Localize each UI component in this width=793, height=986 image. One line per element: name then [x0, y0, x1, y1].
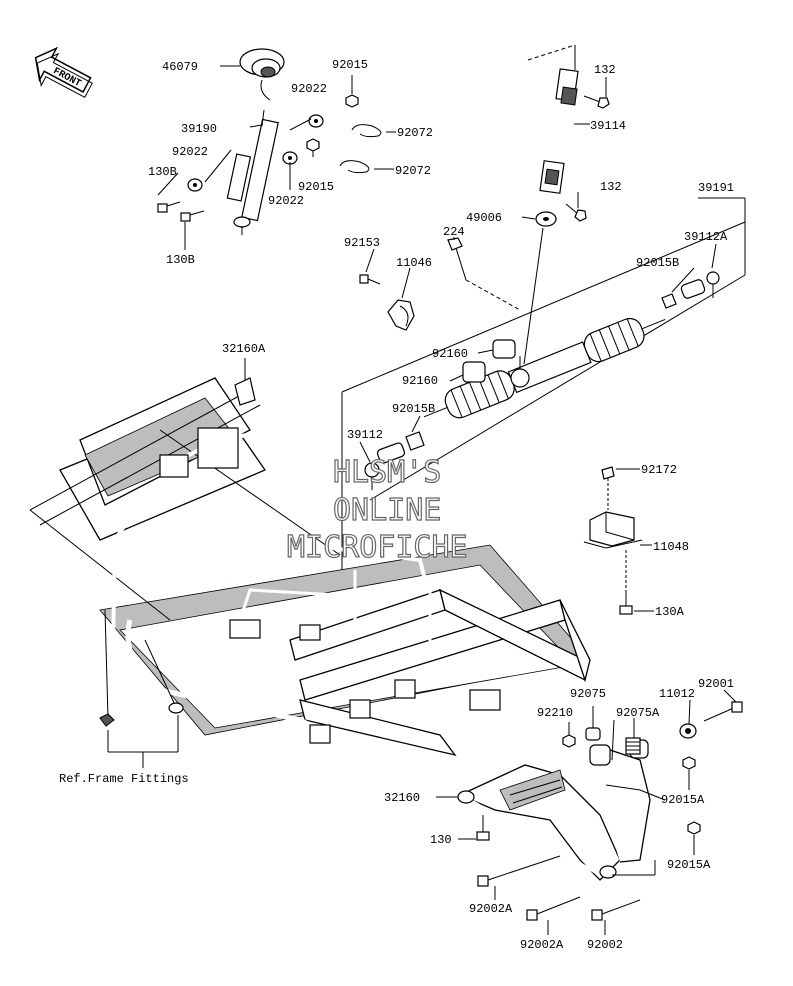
nut-92015b-right [661, 293, 677, 309]
label-132-upper: 132 [594, 63, 616, 77]
screw-92172 [601, 466, 615, 480]
label-92015-top: 92015 [332, 58, 368, 72]
bolt-92002a-lower [526, 896, 581, 921]
label-92022-left: 92022 [172, 145, 208, 159]
ref-frame-fittings-label: Ref.Frame Fittings [59, 772, 189, 786]
label-92015b-left: 92015B [392, 402, 435, 416]
label-92015a-lower: 92015A [667, 858, 711, 872]
label-92072-lower: 92072 [395, 164, 431, 178]
clamp-11046 [387, 299, 415, 331]
label-224: 224 [443, 225, 465, 239]
label-92015a-upper: 92015A [661, 793, 705, 807]
label-92160-lower: 92160 [402, 374, 438, 388]
nut-92015b-left [405, 431, 425, 451]
column-shaft-39190 [241, 118, 279, 222]
label-130: 130 [430, 833, 452, 847]
label-130a: 130A [655, 605, 685, 619]
label-92001: 92001 [698, 677, 734, 691]
steering-shaft-group [521, 44, 610, 365]
label-46079: 46079 [162, 60, 198, 74]
bolt-92001 [703, 701, 743, 722]
frame-fitting-cap-icon [168, 702, 184, 714]
label-130b-upper: 130B [148, 165, 177, 179]
front-rail [299, 699, 457, 757]
label-39112a: 39112A [684, 230, 728, 244]
label-92072-upper: 92072 [397, 126, 433, 140]
frame-fitting-nut-icon [99, 713, 115, 727]
bolt-130 [476, 815, 490, 841]
label-11048: 11048 [653, 540, 689, 554]
steering-rack-group [341, 197, 746, 640]
bracket-11048 [589, 511, 635, 547]
nut-92210 [562, 734, 576, 748]
label-92075: 92075 [570, 687, 606, 701]
nut-92015a-lower [687, 821, 701, 835]
bolt-132-lower [565, 203, 587, 222]
pinion [510, 368, 530, 388]
label-32160a: 32160A [222, 342, 266, 356]
label-92172: 92172 [641, 463, 677, 477]
label-11046: 11046 [396, 256, 432, 270]
bolt-92002 [591, 899, 641, 921]
steering-column-group [157, 48, 396, 250]
main-frame [29, 358, 591, 757]
watermark-line3: MICROFICHE [287, 530, 468, 565]
bushing-92160-lower [462, 361, 486, 383]
bracket-11048-group [583, 466, 654, 615]
tie-rod-end-39112a [680, 271, 720, 299]
label-49006: 49006 [466, 211, 502, 225]
watermark-line2: ONLINE [333, 493, 441, 528]
label-92015-mid: 92015 [298, 180, 334, 194]
part-labels: 46079 92015 92022 39190 92022 130B 92015… [59, 58, 734, 952]
front-arrow-icon: FRONT [34, 46, 93, 99]
label-132-lower: 132 [600, 180, 622, 194]
label-39190: 39190 [181, 122, 217, 136]
label-92002: 92002 [587, 938, 623, 952]
watermark-line1: HLSM'S [333, 455, 441, 490]
label-92022-bottom: 92022 [268, 194, 304, 208]
ref-frame-fittings [99, 609, 184, 768]
label-130b-lower: 130B [166, 253, 195, 267]
nut-92015-top [345, 94, 359, 108]
label-39112: 39112 [347, 428, 383, 442]
label-39114: 39114 [590, 119, 626, 133]
bolt-130b-lower [180, 210, 205, 222]
label-92153: 92153 [344, 236, 380, 250]
label-39191: 39191 [698, 181, 734, 195]
frame-bracket [159, 454, 189, 478]
bolt-130b-upper [157, 201, 181, 213]
nut-92015a-upper [682, 756, 696, 770]
bushing-92160-upper [492, 339, 516, 359]
label-32160: 32160 [384, 791, 420, 805]
bushing-92075 [585, 727, 601, 741]
label-92022-top: 92022 [291, 82, 327, 96]
bolt-92153 [359, 274, 381, 285]
bolt-130a [619, 592, 633, 615]
tie-rod-end-39112 [364, 442, 406, 490]
label-92015b-right: 92015B [636, 256, 679, 270]
bolt-92002a-upper [477, 855, 561, 887]
front-suspension-group [436, 689, 743, 935]
label-92210: 92210 [537, 706, 573, 720]
label-11012: 11012 [659, 687, 695, 701]
label-92075a: 92075A [616, 706, 660, 720]
bolt-224 [447, 237, 521, 311]
watermark: HLSM'S ONLINE MICROFICHE [286, 454, 468, 565]
label-92002a-upper: 92002A [469, 902, 513, 916]
label-92002a-lower: 92002A [520, 938, 564, 952]
label-92160-upper: 92160 [432, 347, 468, 361]
collar-92075a [625, 737, 641, 755]
bolt-132-upper [583, 95, 610, 109]
